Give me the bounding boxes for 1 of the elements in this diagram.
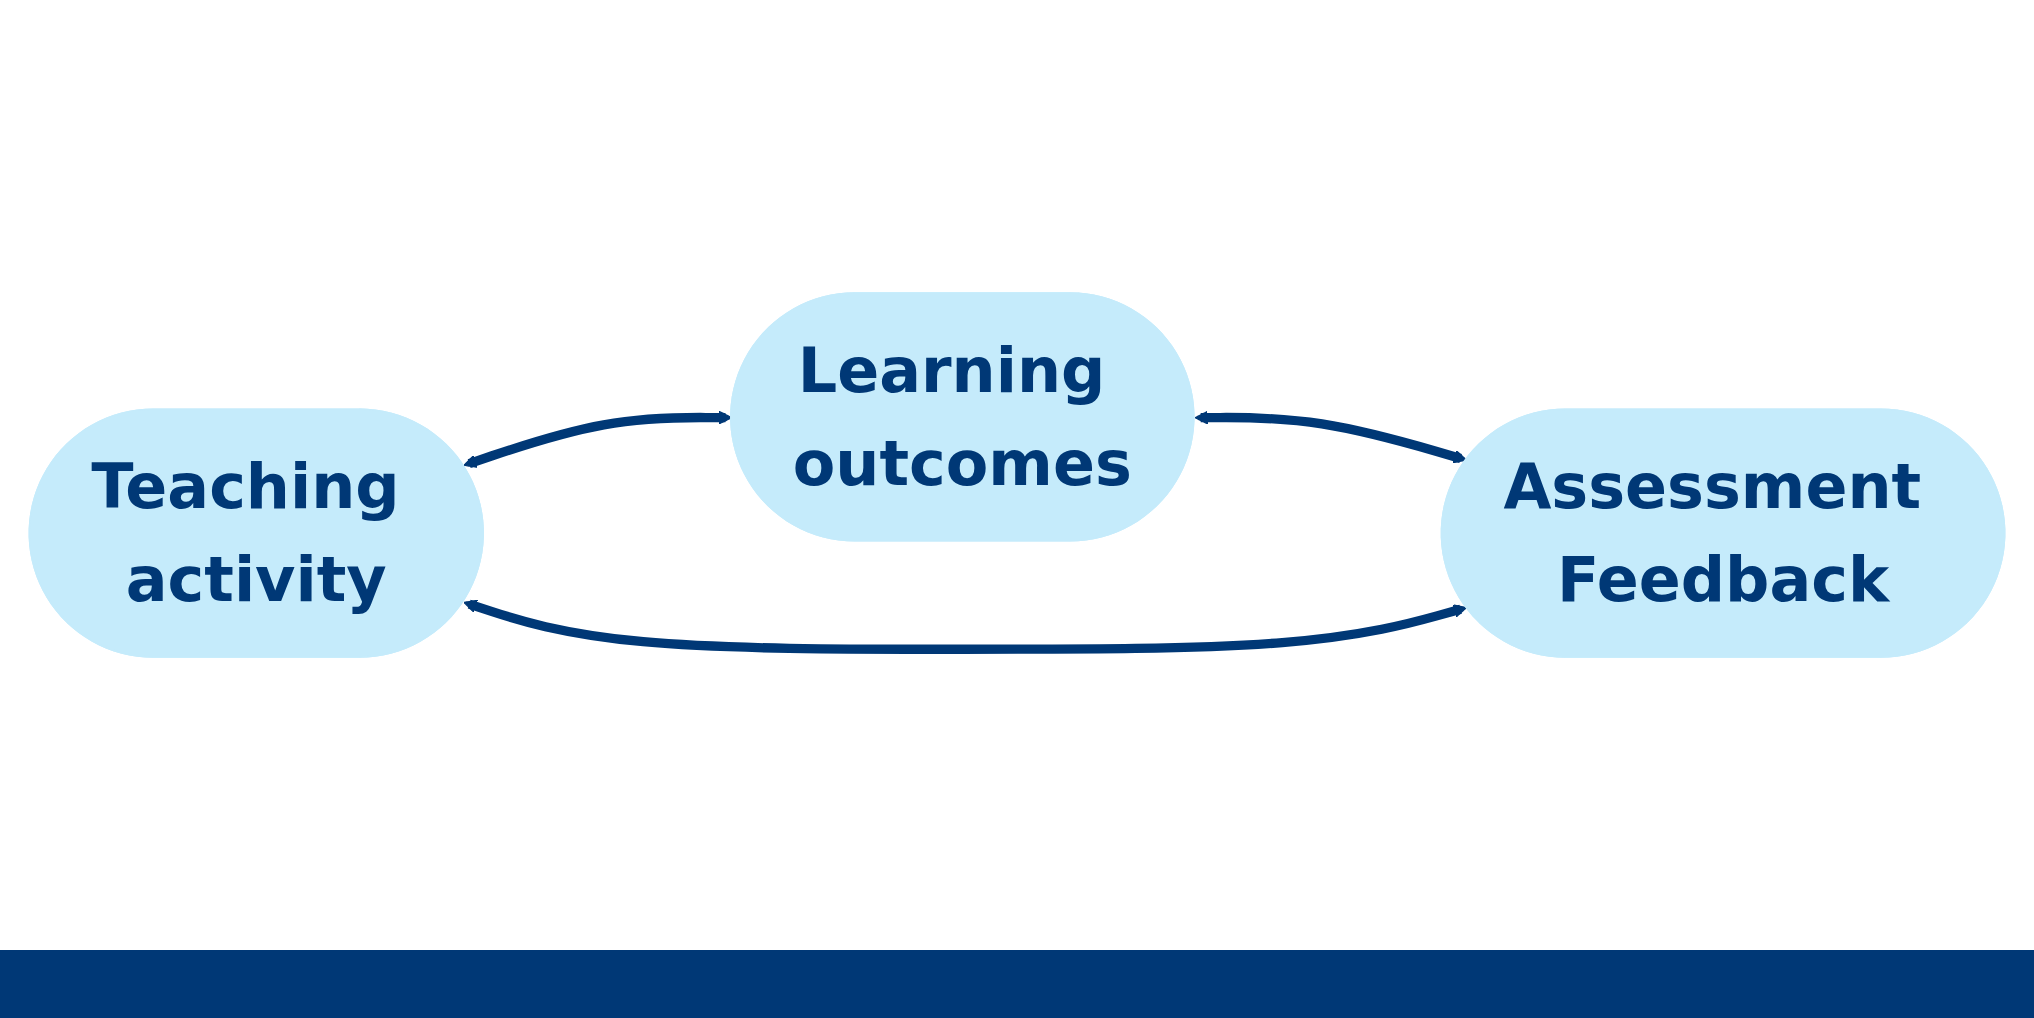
arrow <box>463 599 1468 654</box>
